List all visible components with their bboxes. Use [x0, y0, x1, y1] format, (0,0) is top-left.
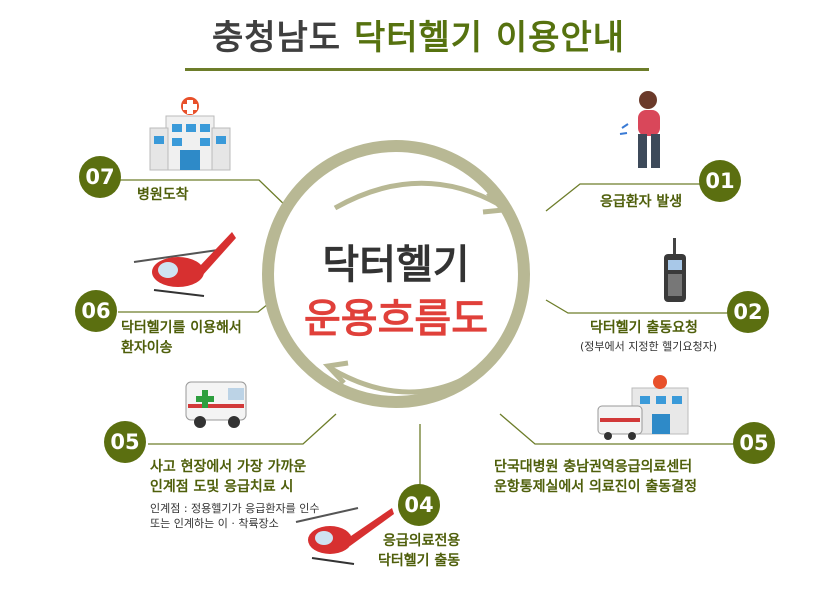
- step-03-label-2: 운항통제실에서 의료진이 출동결정: [494, 479, 697, 495]
- connector-03: [499, 413, 734, 445]
- step-05-label-2: 인계점 도및 응급치료 시: [150, 479, 294, 495]
- step-04-label-1: 응급의료전용: [383, 533, 461, 549]
- step-04-label-2: 닥터헬기 출동: [378, 553, 461, 569]
- patient-icon: [619, 91, 660, 168]
- title-prefix: 충청남도: [211, 18, 342, 58]
- center-title-line2: 운용흐름도: [304, 296, 488, 342]
- step-06-badge: 06: [75, 290, 117, 332]
- step-07-label: 병원도착: [137, 187, 189, 203]
- step-02-badge: 02: [727, 291, 769, 333]
- step-01-badge: 01: [699, 160, 741, 202]
- helicopter-icon: [295, 507, 394, 565]
- ambulance-icon: [185, 381, 247, 428]
- step-04-badge: 04: [398, 484, 440, 526]
- step-05-note-1: 인계점 : 정용헬기가 응급환자를 인수: [150, 502, 320, 515]
- hospital-icon: [149, 97, 231, 171]
- title-underline: [185, 68, 649, 71]
- step-01-label: 응급환자 발생: [600, 194, 683, 210]
- step-06-label-1: 닥터헬기를 이용해서: [121, 320, 242, 336]
- step-05-badge: 05: [104, 421, 146, 463]
- step-05-note-2: 또는 인계하는 이 · 착륙장소: [150, 517, 279, 530]
- helicopter-icon: [133, 232, 236, 297]
- step-03-label-1: 단국대병원 충남권역응급의료센터: [494, 459, 693, 475]
- step-03-badge: 05: [733, 422, 775, 464]
- radio-icon: [664, 238, 686, 302]
- step-06-label-2: 환자이송: [121, 340, 173, 356]
- step-02-note: (정부에서 지정한 헬기요청자): [580, 340, 718, 353]
- step-05-label-1: 사고 현장에서 가장 가까운: [150, 459, 307, 475]
- page-title: 충청남도 닥터헬기 이용안내: [0, 10, 837, 59]
- step-02-label: 닥터헬기 출동요청: [590, 320, 698, 336]
- title-accent: 닥터헬기 이용안내: [353, 18, 626, 58]
- ambulance-hospital-icon: [597, 375, 689, 440]
- connector-02: [545, 299, 728, 314]
- connector-07: [120, 179, 291, 211]
- step-07-badge: 07: [79, 156, 121, 198]
- center-title-line1: 닥터헬기: [322, 242, 470, 288]
- connector-01: [545, 183, 700, 212]
- connector-05: [148, 413, 337, 445]
